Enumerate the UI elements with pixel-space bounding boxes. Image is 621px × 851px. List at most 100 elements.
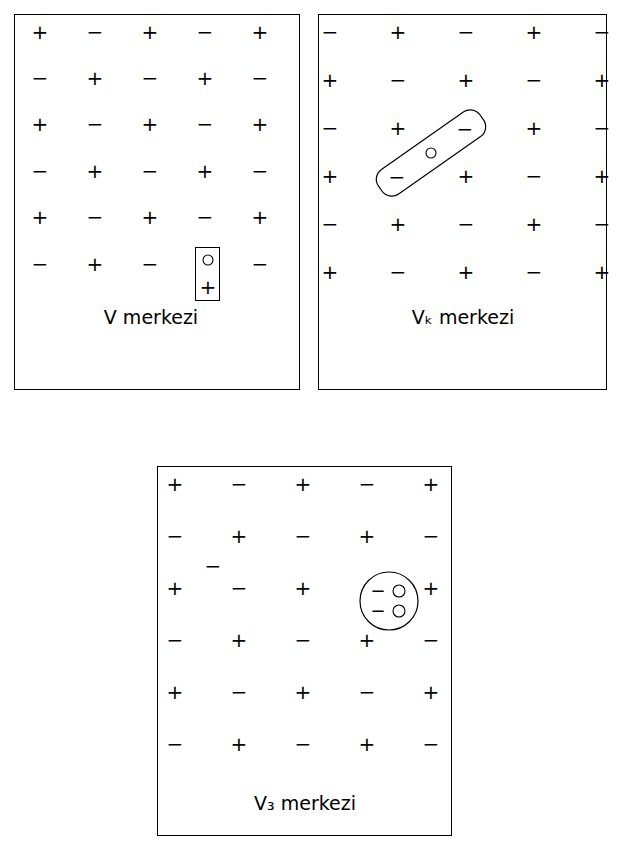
ion-charge: +: [359, 526, 376, 546]
ion-charge: −: [389, 167, 406, 187]
ion-charge: −: [359, 682, 376, 702]
v-center-box: +: [195, 247, 220, 301]
ion-charge: +: [359, 734, 376, 754]
lattice-panel: V₃ merkezi−−: [157, 466, 452, 836]
node-outline: [359, 571, 419, 631]
ion-charge: −: [423, 526, 440, 546]
ion-charge: +: [295, 578, 312, 598]
ion-charge: +: [458, 166, 475, 186]
ion-charge: −: [87, 207, 104, 227]
ion-charge: −: [359, 474, 376, 494]
ion-charge: −: [458, 22, 475, 42]
ion-charge: −: [197, 207, 214, 227]
ion-charge: +: [231, 630, 248, 650]
ion-charge: −: [370, 582, 385, 600]
ion-charge: +: [87, 254, 104, 274]
ion-charge: +: [594, 70, 611, 90]
node-outline: [158, 467, 453, 837]
ion-charge: +: [390, 22, 407, 42]
panel-caption: Vₖ merkezi: [412, 308, 514, 327]
panel-caption: V₃ merkezi: [254, 794, 356, 813]
ion-charge: −: [32, 161, 49, 181]
ion-charge: −: [142, 254, 159, 274]
ion-charge: +: [167, 682, 184, 702]
ion-charge: +: [142, 207, 159, 227]
panel-caption: V merkezi: [104, 308, 198, 327]
ion-charge: −: [32, 254, 49, 274]
ion-charge: −: [167, 734, 184, 754]
ion-charge: −: [32, 68, 49, 88]
ion-charge: +: [142, 22, 159, 42]
v3-center-circle: −−: [359, 571, 419, 631]
ion-charge: +: [32, 114, 49, 134]
ion-charge: −: [423, 630, 440, 650]
ion-charge: +: [390, 118, 407, 138]
ion-charge: −: [231, 474, 248, 494]
ion-charge: +: [423, 682, 440, 702]
ion-charge: +: [252, 114, 269, 134]
ion-charge: −: [231, 682, 248, 702]
ion-charge: −: [142, 68, 159, 88]
ion-charge: −: [197, 22, 214, 42]
ion-charge: −: [390, 70, 407, 90]
ion-charge: −: [594, 118, 611, 138]
ion-charge: +: [252, 22, 269, 42]
ion-charge: +: [594, 262, 611, 282]
ion-charge: +: [458, 70, 475, 90]
ion-charge: +: [322, 262, 339, 282]
ion-charge: −: [322, 22, 339, 42]
ion-charge: −: [295, 526, 312, 546]
ion-charge: +: [526, 22, 543, 42]
ion-charge: −: [457, 119, 474, 139]
ion-charge: +: [231, 734, 248, 754]
ion-charge: −: [458, 214, 475, 234]
ion-charge: −: [231, 578, 248, 598]
ion-charge: −: [142, 161, 159, 181]
ion-charge: +: [87, 68, 104, 88]
ion-charge: −: [370, 602, 385, 620]
ion-charge: +: [231, 526, 248, 546]
ion-charge: −: [423, 734, 440, 754]
ion-charge: +: [200, 277, 217, 297]
ion-charge: −: [295, 734, 312, 754]
ion-charge: −: [390, 262, 407, 282]
ion-charge: +: [167, 578, 184, 598]
ion-charge: +: [295, 474, 312, 494]
ion-charge: +: [295, 682, 312, 702]
ion-charge: −: [252, 68, 269, 88]
ion-charge: +: [32, 22, 49, 42]
ion-charge: +: [526, 214, 543, 234]
ion-charge: −: [526, 70, 543, 90]
ion-charge: +: [167, 474, 184, 494]
ion-charge: −: [322, 118, 339, 138]
ion-charge: +: [197, 161, 214, 181]
ion-charge: +: [359, 630, 376, 650]
ion-charge: −: [197, 114, 214, 134]
ion-charge: +: [322, 166, 339, 186]
ion-charge: +: [423, 578, 440, 598]
ion-charge: −: [167, 630, 184, 650]
ion-charge: −: [87, 22, 104, 42]
ion-charge: −: [594, 22, 611, 42]
ion-charge: +: [423, 474, 440, 494]
node-outline: [369, 91, 493, 215]
ion-charge: −: [594, 214, 611, 234]
ion-charge: +: [252, 207, 269, 227]
ion-charge: +: [594, 166, 611, 186]
ion-charge: −: [295, 630, 312, 650]
ion-charge: −: [205, 556, 222, 576]
ion-charge: −: [252, 161, 269, 181]
ion-charge: +: [322, 70, 339, 90]
ion-charge: +: [390, 214, 407, 234]
ion-charge: −: [322, 214, 339, 234]
ion-charge: +: [87, 161, 104, 181]
ion-charge: −: [526, 262, 543, 282]
ion-charge: +: [32, 207, 49, 227]
ion-charge: +: [142, 114, 159, 134]
ion-charge: −: [87, 114, 104, 134]
ion-charge: −: [526, 166, 543, 186]
ion-charge: −: [167, 526, 184, 546]
vk-center-pill: −−: [369, 91, 493, 215]
ion-charge: −: [252, 254, 269, 274]
